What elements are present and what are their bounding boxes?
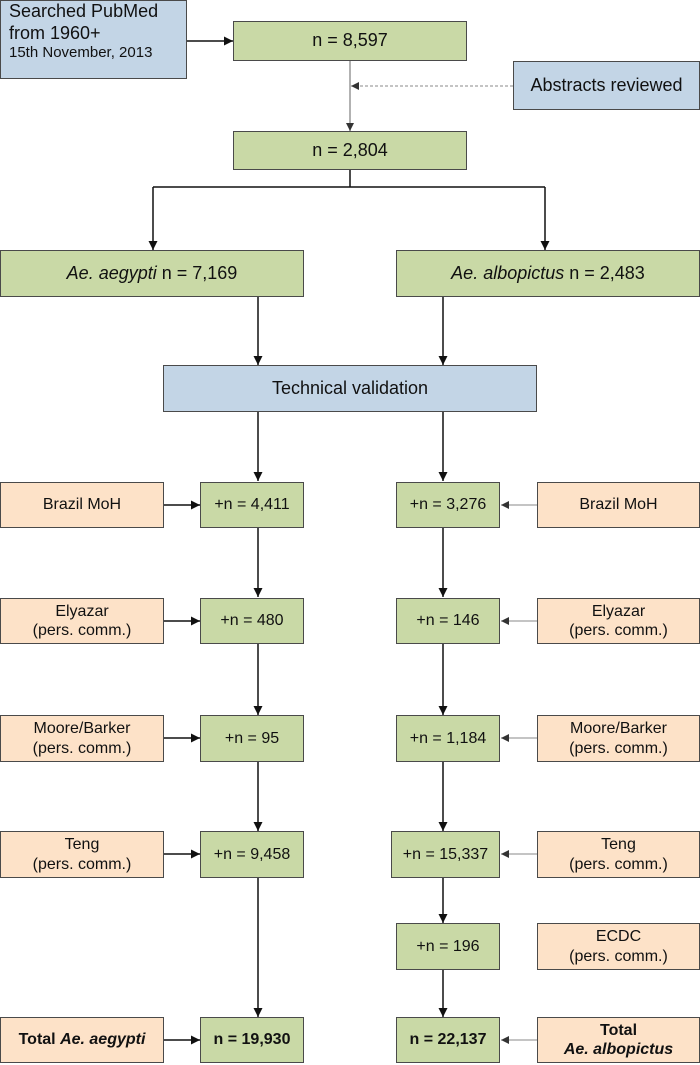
right-source-moore-barker: Moore/Barker (pers. comm.) xyxy=(537,715,700,762)
right-count-5: +n = 196 xyxy=(396,923,500,970)
aegypti-box: Ae. aegypti n = 7,169 xyxy=(0,250,304,297)
right-count-2: +n = 146 xyxy=(396,598,500,644)
search-source-box: Searched PubMed from 1960+ 15th November… xyxy=(0,0,187,79)
right-source-ecdc: ECDC (pers. comm.) xyxy=(537,923,700,970)
right-source-1-label: Brazil MoH xyxy=(579,496,658,514)
right-count-3: +n = 1,184 xyxy=(396,715,500,762)
left-source-3-note: (pers. comm.) xyxy=(32,739,132,757)
albopictus-count: n = 2,483 xyxy=(564,262,645,283)
search-date: 15th November, 2013 xyxy=(9,44,153,62)
aegypti-count: n = 7,169 xyxy=(156,262,238,283)
left-count-3: +n = 95 xyxy=(200,715,304,762)
left-total-label-box: Total Ae. aegypti xyxy=(0,1017,164,1063)
right-total-line1: Total xyxy=(599,1021,638,1039)
right-total-species: Ae. albopictus xyxy=(563,1041,674,1058)
left-source-2-note: (pers. comm.) xyxy=(32,622,132,639)
left-source-brazil-moh: Brazil MoH xyxy=(0,482,164,528)
right-source-2-note: (pers. comm.) xyxy=(569,622,668,639)
left-source-1-label: Brazil MoH xyxy=(42,496,122,514)
right-source-elyazar: Elyazar (pers. comm.) xyxy=(537,598,700,644)
left-total-prefix: Total xyxy=(18,1031,61,1049)
right-total-label-box: Total Ae. albopictus xyxy=(537,1017,700,1063)
left-source-4-label: Teng xyxy=(64,836,100,854)
albopictus-box: Ae. albopictus n = 2,483 xyxy=(396,250,700,297)
right-source-4-label: Teng xyxy=(601,836,636,854)
left-source-teng: Teng (pers. comm.) xyxy=(0,831,164,878)
reviewed-count-box: n = 2,804 xyxy=(233,131,467,170)
search-line-1: Searched PubMed xyxy=(9,1,159,21)
left-source-moore-barker: Moore/Barker (pers. comm.) xyxy=(0,715,164,762)
albopictus-species: Ae. albopictus xyxy=(451,262,565,283)
right-count-1: +n = 3,276 xyxy=(396,482,500,528)
left-count-2: +n = 480 xyxy=(200,598,304,644)
right-source-brazil-moh: Brazil MoH xyxy=(537,482,700,528)
left-source-4-note: (pers. comm.) xyxy=(32,855,132,873)
left-source-3-label: Moore/Barker xyxy=(33,720,131,738)
right-source-teng: Teng (pers. comm.) xyxy=(537,831,700,878)
right-total-count: n = 22,137 xyxy=(396,1017,500,1063)
left-total-species: Ae. aegypti xyxy=(60,1031,146,1049)
right-count-4: +n = 15,337 xyxy=(391,831,500,878)
right-source-5-label: ECDC xyxy=(595,928,642,946)
search-line-2: from 1960+ xyxy=(9,22,101,43)
technical-validation-box: Technical validation xyxy=(163,365,537,412)
right-source-4-note: (pers. comm.) xyxy=(569,855,668,873)
left-count-1: +n = 4,411 xyxy=(200,482,304,528)
right-source-3-label: Moore/Barker xyxy=(570,720,667,738)
abstracts-reviewed-box: Abstracts reviewed xyxy=(513,61,700,110)
right-source-5-note: (pers. comm.) xyxy=(569,947,668,965)
initial-count-box: n = 8,597 xyxy=(233,21,467,61)
aegypti-species: Ae. aegypti xyxy=(66,262,157,283)
left-count-4: +n = 9,458 xyxy=(200,831,304,878)
left-source-elyazar: Elyazar (pers. comm.) xyxy=(0,598,164,644)
right-source-2-label: Elyazar xyxy=(591,602,646,620)
left-total-count: n = 19,930 xyxy=(200,1017,304,1063)
right-source-3-note: (pers. comm.) xyxy=(569,739,668,757)
left-source-2-label: Elyazar xyxy=(55,602,109,620)
